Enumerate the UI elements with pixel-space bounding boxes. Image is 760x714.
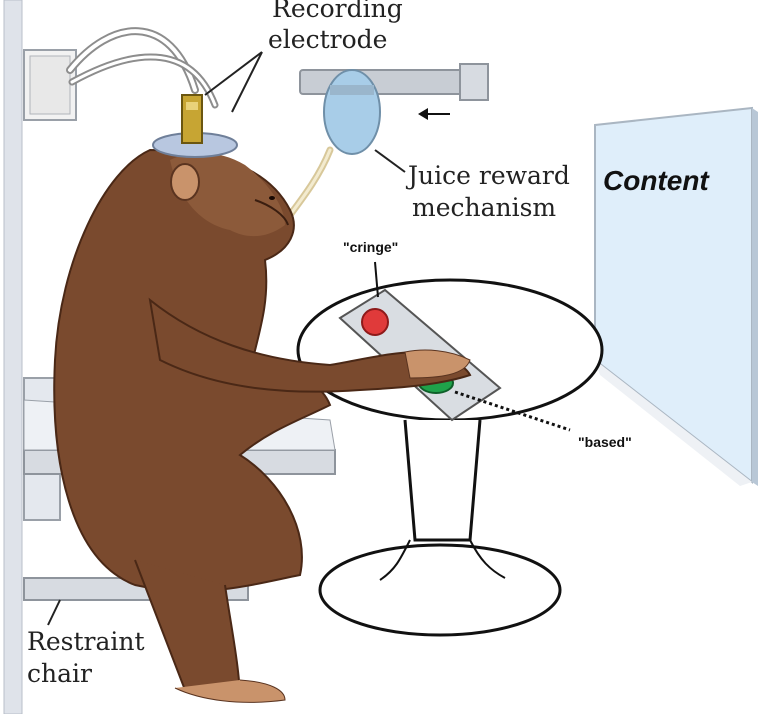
arrow-left-icon: [418, 108, 450, 120]
green-button-label: "based": [578, 434, 632, 450]
red-button[interactable]: [361, 308, 389, 336]
red-button-label: "cringe": [343, 239, 398, 255]
wall-post: [3, 0, 23, 714]
wiring-box: [23, 49, 77, 121]
electrode-leader-lines: [204, 51, 263, 113]
table: [296, 278, 604, 637]
chair-label-line1: Restraint: [27, 627, 145, 656]
electrode-cables: [66, 27, 219, 109]
electrode-label-line2: electrode: [268, 25, 387, 54]
juice-bottle-icon: [323, 69, 381, 155]
screen-label: Content: [603, 165, 710, 196]
electrode-label-line1: Recording: [272, 0, 403, 23]
monkey: [53, 94, 472, 703]
juice-reward-mechanism: [286, 63, 489, 219]
display-screen: [594, 106, 758, 486]
juice-label-line2: mechanism: [412, 193, 556, 222]
juice-label-line1: Juice reward: [405, 161, 570, 190]
chair-label-line2: chair: [27, 659, 92, 688]
skullcap: [152, 94, 238, 158]
